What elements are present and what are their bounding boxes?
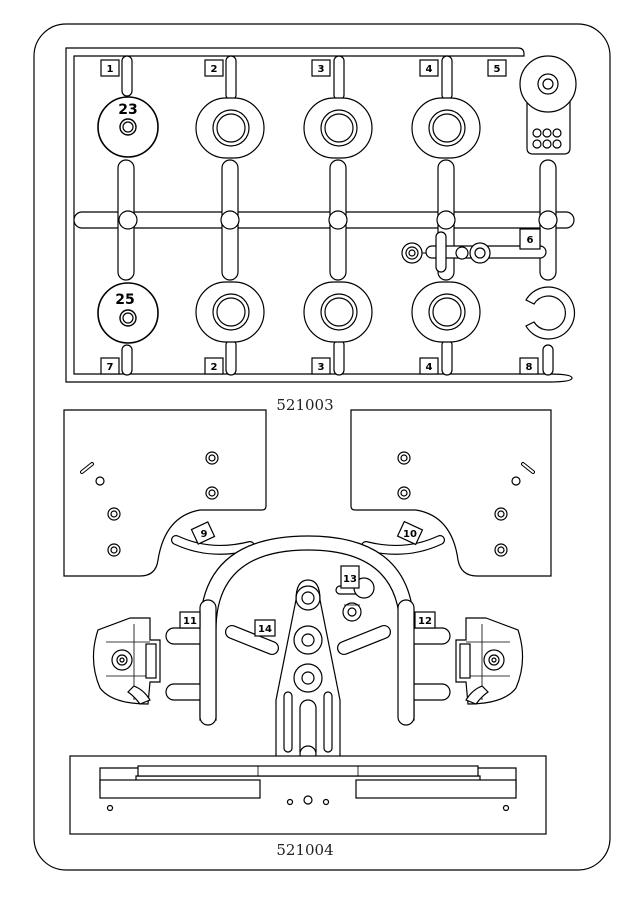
label-box-9: 9 [190,521,216,545]
part-number-3-bottom: 3 [318,362,325,373]
label-box-13: 13 [340,565,360,589]
part-number-3-top: 3 [318,64,325,75]
arch-leg-left [199,599,217,726]
gate [225,339,237,376]
sheet-code-bottom: 521004 [276,841,333,859]
bottom-sheet: 9 10 [63,409,552,835]
bushing-part-2-top [195,97,265,159]
gear-part-25: 25 [97,282,159,344]
left-housing-part [92,617,161,705]
arch-leg-right [397,599,415,726]
left-plate [63,409,267,577]
part-number-4-bottom: 4 [426,362,433,373]
part-number-10: 10 [403,529,417,540]
washer-part-6 [401,231,547,273]
label-box-12: 12 [414,611,436,629]
gate [121,55,133,97]
part-number-8: 8 [526,362,533,373]
label-box-14: 14 [254,619,276,637]
left-arm-inner [172,536,254,554]
middle-rail [73,211,575,229]
label-box-7: 7 [100,357,120,375]
label-box-6: 6 [519,228,541,250]
gear-label-23: 23 [118,102,137,118]
junction [118,210,138,230]
part-number-11: 11 [183,616,197,627]
gate [441,339,453,376]
bushing-part-4-bottom [411,281,481,343]
part-number-7: 7 [107,362,114,373]
junction [436,210,456,230]
gate [333,339,345,376]
label-box-8: 8 [519,357,539,375]
bushing-part-2-bottom [195,281,265,343]
runner-14-right-inner [338,626,390,654]
junction [538,210,558,230]
junction [328,210,348,230]
gear-label-25: 25 [115,292,134,308]
gate [542,344,554,376]
right-plate-holes [397,451,535,557]
sheet-code-top: 521003 [276,396,333,414]
pulley-part-5 [519,55,577,155]
bushing-part-3-top [303,97,373,159]
top-frame-rail [65,47,573,383]
label-box-11: 11 [179,611,201,629]
right-plate [350,409,552,577]
junction [220,210,240,230]
label-box-4-top: 4 [419,59,439,77]
bushing-part-3-bottom [303,281,373,343]
c-clip-part-8 [525,286,576,340]
label-box-2-bottom: 2 [204,357,224,375]
base-plate [69,755,547,835]
gear-part-23: 23 [97,96,159,158]
bushing-part-4-top [411,97,481,159]
gate [441,55,453,101]
left-plate-holes [80,451,219,557]
label-box-3-top: 3 [311,59,331,77]
part-number-1: 1 [107,64,114,75]
part-number-13: 13 [343,574,357,585]
part-number-12: 12 [418,616,432,627]
label-box-1: 1 [100,59,120,77]
part-number-9: 9 [201,529,208,540]
part-number-14: 14 [258,624,272,635]
label-box-4-bottom: 4 [419,357,439,375]
part-number-2-bottom: 2 [211,362,218,373]
gate [333,55,345,101]
gate [121,344,133,376]
gate [225,55,237,101]
label-box-10: 10 [396,520,424,546]
label-box-2-top: 2 [204,59,224,77]
right-housing-part [455,617,524,705]
runner-14-left-inner [226,626,278,654]
part-number-6: 6 [527,235,534,246]
label-box-3-bottom: 3 [311,357,331,375]
part-number-2-top: 2 [211,64,218,75]
label-box-5: 5 [487,59,507,77]
part-number-4-top: 4 [426,64,433,75]
right-arm-inner [362,536,444,554]
top-sprue: 23 25 [65,47,577,383]
part-number-5: 5 [494,64,501,75]
